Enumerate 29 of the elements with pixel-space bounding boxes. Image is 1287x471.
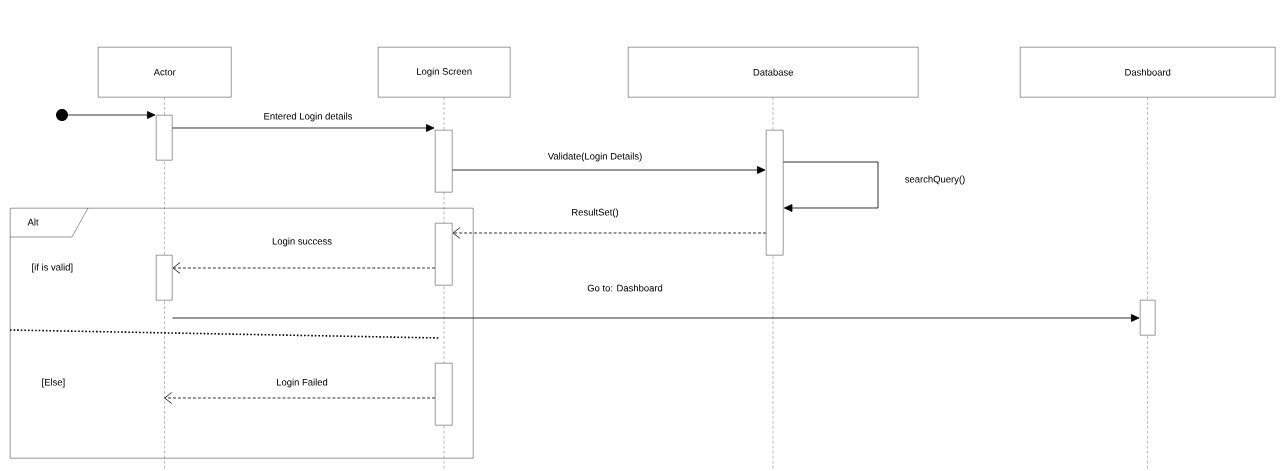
activation-bar: [156, 115, 173, 161]
guard-label: [Else]: [42, 378, 65, 388]
participant-box: Database: [628, 47, 919, 98]
message-arrow: [164, 392, 436, 404]
message-arrow: [783, 161, 879, 212]
participant-box: Login Screen: [378, 47, 511, 98]
message-arrow: [172, 262, 436, 274]
activation-bar: [766, 130, 784, 256]
guard-label: [if is valid]: [32, 263, 73, 273]
activation-bar: [435, 363, 453, 426]
frame-tag: Alt: [27, 218, 39, 226]
activation-bar: [1140, 300, 1156, 336]
message-label: Entered Login details: [262, 111, 354, 123]
message-label: Go to: Dashboard: [586, 283, 664, 293]
message-label: ResultSet(): [570, 207, 620, 219]
activation-bar: [435, 223, 453, 286]
participant-box: Actor: [98, 47, 232, 98]
message-arrow: [172, 314, 1140, 322]
message-arrow: [172, 124, 435, 132]
activation-bar: [156, 255, 173, 301]
activation-bar: [435, 130, 453, 193]
message-label: searchQuery(): [903, 174, 967, 186]
message-arrow: [452, 166, 766, 174]
message-label: Login success: [271, 236, 333, 248]
message-label: Validate(Login Details): [546, 151, 644, 163]
message-arrow: [67, 111, 156, 119]
message-arrow: [452, 227, 767, 239]
participant-box: Dashboard: [1020, 47, 1276, 98]
message-label: Login Failed: [275, 377, 329, 389]
